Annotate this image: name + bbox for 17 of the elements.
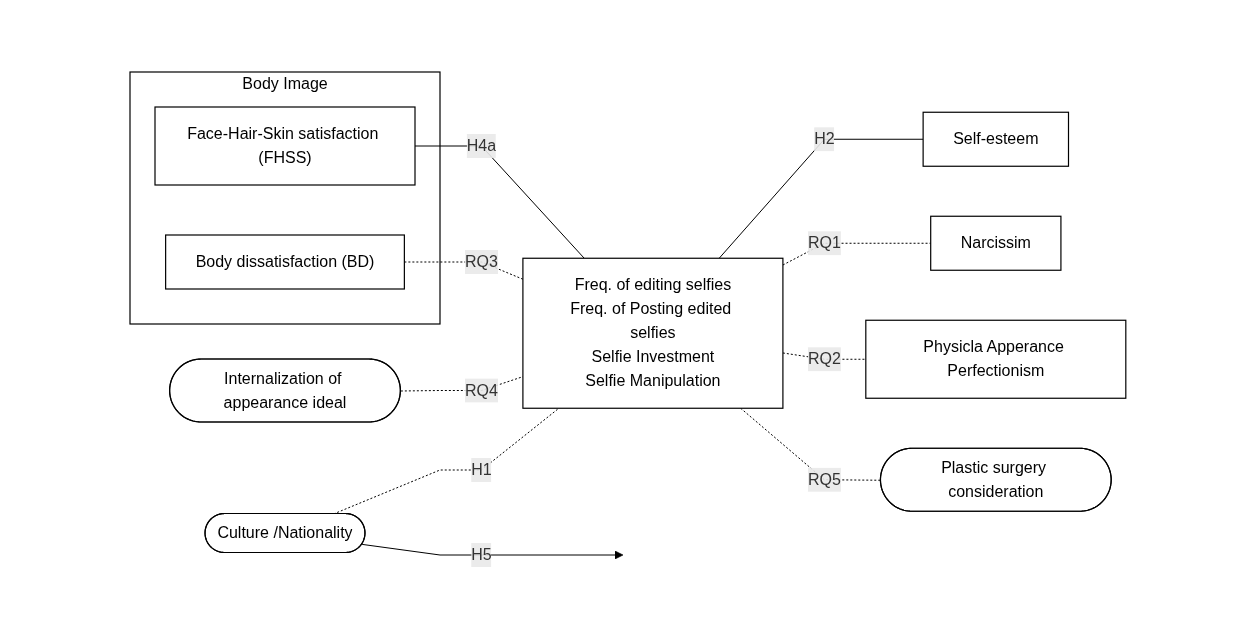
edge-label: RQ1 [808, 234, 841, 252]
edge-label: RQ3 [465, 253, 498, 270]
connector [718, 138, 924, 259]
edge-label: RQ4 [465, 381, 498, 399]
arrow [361, 543, 624, 560]
node-box: Freq. of editing selfies Freq. of Posting edited selfies Selfie Investment Selfie Manipulation [522, 257, 784, 409]
node-box: Self-esteem [922, 111, 1070, 167]
edge-label: RQ2 [808, 350, 841, 368]
edge-label: H5 [471, 546, 492, 563]
node-box: Narcissim [930, 215, 1062, 271]
edge-label: H2 [814, 130, 835, 148]
node-box: Body dissatisfaction (BD) [165, 234, 406, 290]
node-box: Physicla Apperance Perfectionism [865, 319, 1127, 399]
node-box: Face-Hair-Skin satisfaction (FHSS) [154, 106, 416, 186]
edge-label: H4a [466, 137, 497, 154]
edge-label: RQ5 [808, 470, 841, 488]
edge-label: H1 [471, 461, 492, 478]
